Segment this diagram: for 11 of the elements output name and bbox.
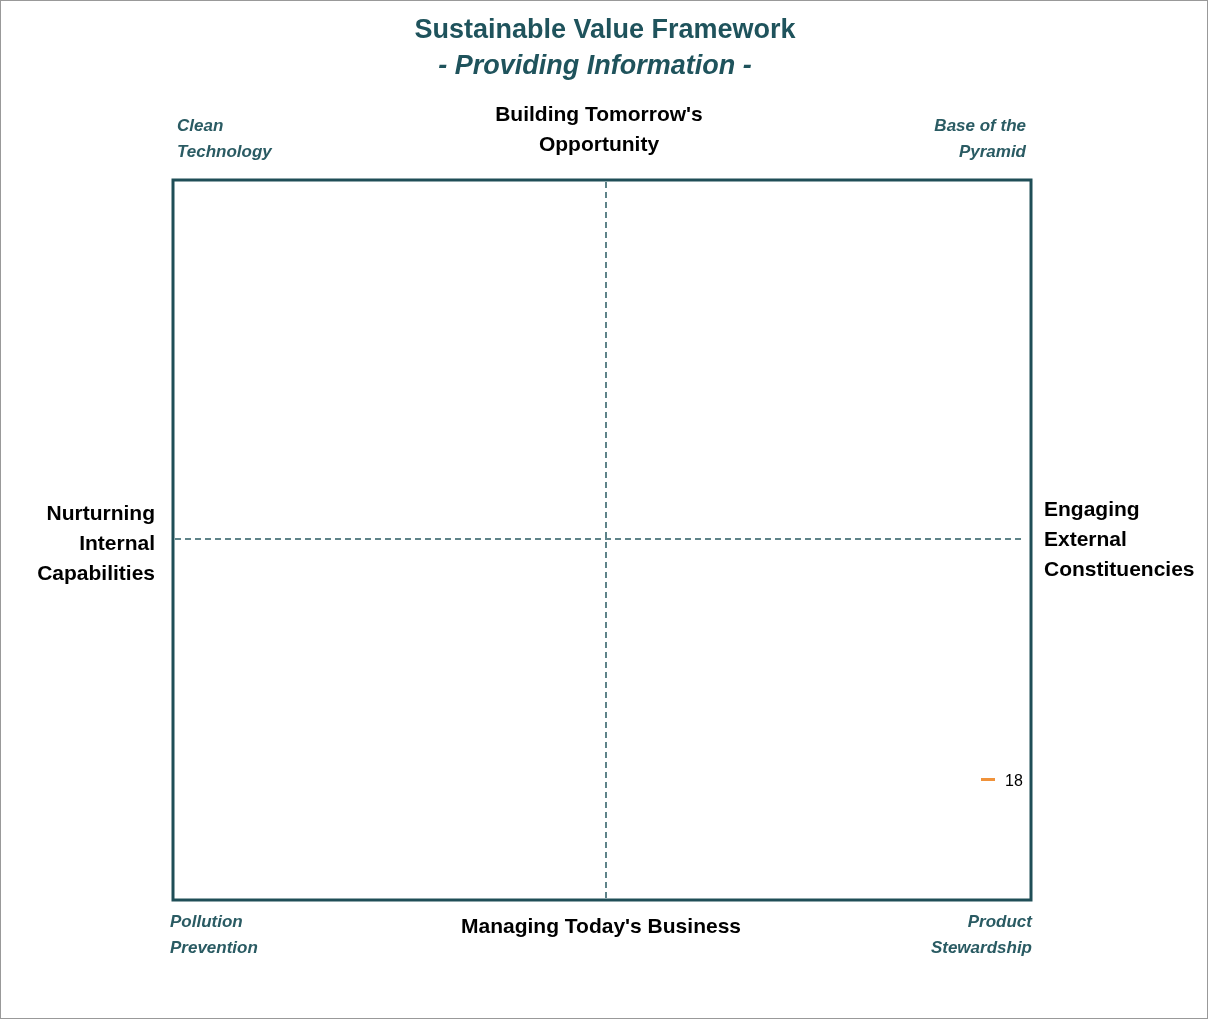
- title: Sustainable Value Framework: [413, 13, 797, 46]
- subtitle: - Providing Information -: [437, 49, 753, 82]
- corner-label: Clean Technology: [177, 115, 273, 163]
- corner-label: Product Stewardship: [929, 911, 1032, 959]
- axis-label: Building Tomorrow's Opportunity: [494, 101, 704, 157]
- axis-label: Engaging External Constituencies: [1044, 496, 1196, 582]
- axis-label: Nurturning Internal Capabilities: [36, 500, 155, 586]
- corner-label: Base of the Pyramid: [933, 115, 1026, 163]
- axis-label: Managing Today's Business: [460, 913, 742, 939]
- data-point-label: 18: [1005, 771, 1023, 791]
- corner-label: Pollution Prevention: [170, 911, 259, 959]
